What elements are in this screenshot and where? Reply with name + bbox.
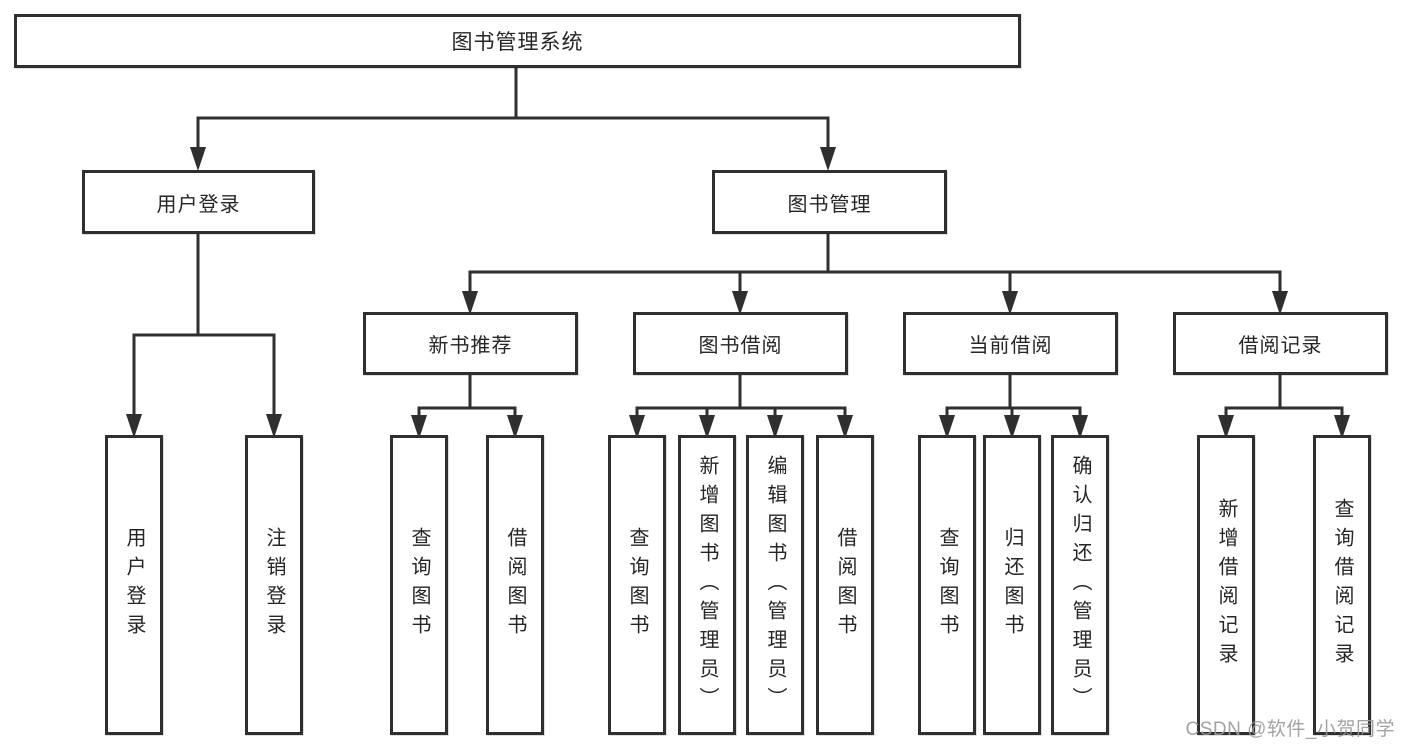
node-label: 查询图书 [626, 527, 648, 643]
leaf-user-login: 用户登录 [105, 435, 163, 735]
leaf-records-add-record: 新增借阅记录 [1197, 435, 1255, 735]
node-library-system: 图书管理系统 [14, 14, 1021, 68]
node-label: 借阅记录 [1238, 335, 1323, 357]
node-label: 注销登录 [263, 527, 285, 643]
arrowhead-icon [266, 414, 282, 438]
arrowhead-icon [1002, 291, 1018, 315]
leaf-records-query-record: 查询借阅记录 [1313, 435, 1371, 735]
node-label: 确认归还（管理员） [1069, 454, 1091, 716]
arrowhead-icon [837, 415, 853, 439]
arrowhead-icon [462, 291, 478, 315]
leaf-recommend-query-books: 查询图书 [390, 435, 448, 735]
connector-login-to-leaves [126, 232, 282, 438]
node-label: 当前借阅 [968, 335, 1053, 357]
leaf-borrow-edit-books-admin: 编辑图书（管理员） [746, 435, 804, 735]
connector-management-to-level3 [462, 232, 1288, 315]
leaf-recommend-borrow-books: 借阅图书 [486, 435, 544, 735]
node-label: 查询图书 [936, 527, 958, 643]
node-label: 新书推荐 [428, 335, 513, 357]
leaf-borrow-borrow-books: 借阅图书 [816, 435, 874, 735]
arrowhead-icon [507, 415, 523, 439]
node-label: 图书管理系统 [451, 31, 584, 54]
arrowhead-icon [190, 147, 206, 171]
node-label: 编辑图书（管理员） [764, 454, 786, 716]
node-label: 用户登录 [123, 527, 145, 643]
node-label: 借阅图书 [834, 527, 856, 643]
node-label: 查询借阅记录 [1331, 498, 1353, 672]
connector-root-to-level2 [190, 66, 836, 171]
arrowhead-icon [1072, 415, 1088, 439]
leaf-borrow-add-books-admin: 新增图书（管理员） [678, 435, 736, 735]
node-label: 图书借阅 [698, 335, 783, 357]
leaf-logout: 注销登录 [245, 435, 303, 735]
node-user-login: 用户登录 [82, 170, 315, 234]
node-label: 用户登录 [156, 193, 241, 216]
arrowhead-icon [699, 415, 715, 439]
node-label: 新增借阅记录 [1215, 498, 1237, 672]
connector-recommend-to-leaves [411, 373, 523, 439]
node-label: 归还图书 [1001, 527, 1023, 643]
arrowhead-icon [820, 147, 836, 171]
arrowhead-icon [767, 415, 783, 439]
arrowhead-icon [1334, 415, 1350, 439]
node-current-borrow: 当前借阅 [903, 312, 1118, 375]
leaf-borrow-query-books: 查询图书 [608, 435, 666, 735]
node-label: 借阅图书 [504, 527, 526, 643]
leaf-current-confirm-return-admin: 确认归还（管理员） [1051, 435, 1109, 735]
node-label: 新增图书（管理员） [696, 454, 718, 716]
connector-borrow-to-leaves [629, 373, 853, 439]
connector-current-to-leaves [939, 373, 1088, 439]
leaf-current-return-books: 归还图书 [983, 435, 1041, 735]
arrowhead-icon [939, 415, 955, 439]
node-label: 图书管理 [787, 193, 872, 216]
node-book-management: 图书管理 [712, 170, 947, 234]
arrowhead-icon [1272, 291, 1288, 315]
csdn-watermark: CSDN @软件_小贺同学 [1185, 719, 1395, 740]
arrowhead-icon [411, 415, 427, 439]
arrowhead-icon [1218, 415, 1234, 439]
connector-records-to-leaves [1218, 373, 1350, 439]
node-new-book-recommend: 新书推荐 [363, 312, 578, 375]
leaf-current-query-books: 查询图书 [918, 435, 976, 735]
arrowhead-icon [629, 415, 645, 439]
node-borrow-records: 借阅记录 [1173, 312, 1388, 375]
node-label: 查询图书 [408, 527, 430, 643]
arrowhead-icon [1004, 415, 1020, 439]
node-book-borrow: 图书借阅 [633, 312, 848, 375]
arrowhead-icon [732, 291, 748, 315]
arrowhead-icon [126, 414, 142, 438]
